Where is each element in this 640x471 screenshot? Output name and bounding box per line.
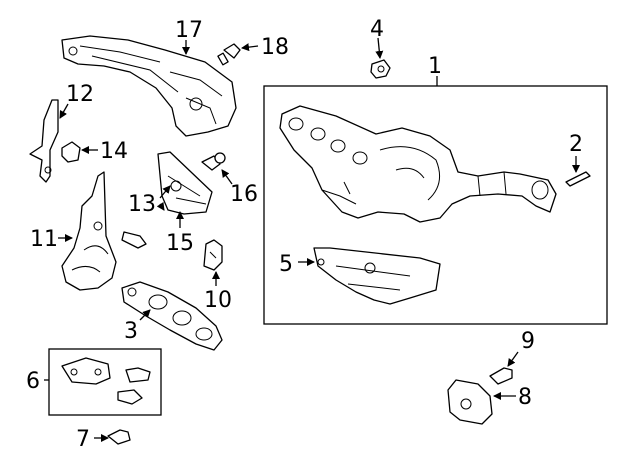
leader-18 — [241, 43, 259, 52]
leader-4 — [375, 37, 384, 59]
hardware-kit-6 — [61, 357, 151, 405]
bolt-18 — [217, 43, 241, 66]
bracket-8 — [447, 379, 493, 425]
callout-12: 12 — [66, 82, 94, 107]
callout-2: 2 — [569, 132, 583, 157]
callout-8: 8 — [518, 385, 532, 410]
callout-9: 9 — [521, 329, 535, 354]
callout-1: 1 — [428, 54, 442, 79]
callout-7: 7 — [76, 427, 90, 452]
callout-5: 5 — [279, 252, 293, 277]
callout-17: 17 — [175, 18, 203, 43]
bolt-7 — [107, 429, 131, 445]
upper-heat-shield — [61, 35, 237, 137]
manifold-assembly-frame — [263, 85, 608, 325]
leader-13b — [156, 201, 165, 211]
stud-13 — [121, 231, 147, 249]
leader-16 — [221, 169, 233, 185]
bracket-12 — [29, 99, 59, 183]
callout-3: 3 — [124, 319, 138, 344]
exhaust-manifold-assembly — [279, 105, 557, 223]
callout-15: 15 — [166, 231, 194, 256]
bolt-9 — [489, 367, 513, 385]
manifold-heat-shield — [313, 247, 441, 305]
lower-heat-shield — [61, 171, 117, 291]
callout-11: 11 — [30, 227, 58, 252]
leader-9 — [507, 351, 519, 367]
nut-4 — [370, 59, 391, 79]
callout-18: 18 — [261, 35, 289, 60]
leader-13 — [159, 185, 171, 199]
bolt-16 — [201, 152, 226, 171]
callout-10: 10 — [204, 288, 232, 313]
leader-3 — [139, 309, 151, 321]
hardware-kit-frame — [48, 348, 162, 416]
callout-16: 16 — [230, 182, 258, 207]
leader-12 — [59, 103, 69, 119]
stud-2 — [565, 171, 591, 187]
callout-6: 6 — [26, 369, 40, 394]
insulator-10 — [203, 239, 223, 271]
bracket-heat-shield — [157, 151, 213, 215]
manifold-gasket — [121, 281, 223, 351]
callout-14: 14 — [100, 139, 128, 164]
callout-4: 4 — [370, 17, 384, 42]
callout-13: 13 — [128, 192, 156, 217]
nut-14 — [61, 141, 81, 163]
